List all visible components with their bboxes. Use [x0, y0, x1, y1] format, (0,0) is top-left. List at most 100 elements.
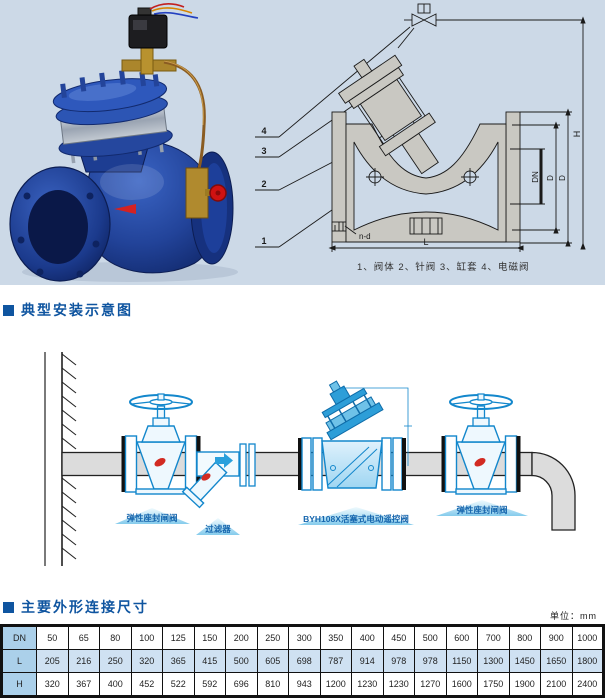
dim-cell: 400	[351, 625, 384, 650]
label-gate-valve-right: 弹性座封闸阀	[456, 505, 507, 515]
dim-cell: 978	[382, 649, 415, 673]
dim-cell: 150	[193, 625, 226, 650]
solenoid-valve-photo	[128, 3, 199, 49]
dim-cell: 1750	[477, 672, 510, 697]
dim-label-l: L	[423, 237, 428, 247]
dim-cell: 1000	[571, 625, 604, 650]
dim-cell: 978	[414, 649, 447, 673]
callout-2: 2	[261, 179, 266, 189]
wire-blue	[153, 11, 199, 19]
gate-valve-left	[120, 393, 202, 495]
dim-cell: 125	[162, 625, 195, 650]
dim-cell: 696	[225, 672, 258, 697]
flow-arrow-photo	[114, 204, 136, 214]
valve-photo	[9, 3, 238, 282]
install-section-title: 典型安装示意图	[21, 302, 133, 318]
dim-cell: 80	[99, 625, 132, 650]
dim-cell: 1230	[351, 672, 384, 697]
pipe-elbow	[531, 451, 576, 531]
dim-cell: 914	[351, 649, 384, 673]
label-strainer: 过滤器	[205, 524, 231, 534]
dim-cell: 50	[36, 625, 69, 650]
label-control-valve: BYH108X活塞式电动遥控阀	[303, 514, 409, 524]
dim-cell: 400	[99, 672, 132, 697]
copper-tube	[163, 60, 206, 173]
dim-cell: 787	[319, 649, 352, 673]
needle-valve	[185, 167, 209, 219]
diagram-labels: 弹性座封闸阀 过滤器 BYH108X活塞式电动遥控阀 弹性座封闸阀	[115, 500, 528, 535]
dim-cell: 1800	[571, 649, 604, 673]
row-header-dn: DN	[1, 625, 37, 650]
label-triangle	[196, 518, 240, 535]
wire-red	[149, 3, 185, 10]
label-triangle	[436, 500, 528, 516]
dim-cell: 810	[256, 672, 289, 697]
dim-cell: 300	[288, 625, 321, 650]
dim-cell: 320	[130, 649, 163, 673]
dim-cell: 205	[36, 649, 69, 673]
dim-cell: 250	[99, 649, 132, 673]
callout-4: 4	[261, 126, 266, 136]
install-section-header: 典型安装示意图	[3, 300, 133, 320]
dim-cell: 200	[225, 625, 258, 650]
dim-label-d-inner: D	[546, 175, 555, 181]
pilot-piping	[121, 43, 227, 219]
dim-cell: 500	[414, 625, 447, 650]
solenoid-symbol-icon	[397, 3, 583, 49]
wire-orange	[151, 7, 193, 14]
label-gate-valve-left: 弹性座封闸阀	[126, 513, 177, 523]
control-valve-actuator	[321, 380, 384, 441]
dim-cell: 600	[445, 625, 478, 650]
dim-cell: 522	[162, 672, 195, 697]
control-valve	[298, 380, 412, 491]
dim-cell: 367	[67, 672, 100, 697]
dim-cell: 100	[130, 625, 163, 650]
drawing-right-flange	[505, 111, 521, 243]
flow-arrow-icon	[215, 453, 233, 468]
dim-label-h: H	[572, 131, 582, 138]
installation-diagram: 弹性座封闸阀 过滤器 BYH108X活塞式电动遥控阀 弹性座封闸阀	[44, 352, 576, 566]
diagram-dim-lines	[340, 387, 409, 466]
dim-cell: 800	[508, 625, 541, 650]
section-bullet-icon	[3, 304, 14, 316]
dim-cell: 452	[130, 672, 163, 697]
label-triangle	[298, 507, 414, 525]
dim-cell: 320	[36, 672, 69, 697]
dim-cell: 2400	[571, 672, 604, 697]
dims-section-header: 主要外形连接尺寸	[3, 597, 149, 617]
callout-1: 1	[261, 236, 266, 246]
dim-cell: 250	[256, 625, 289, 650]
dim-cell: 1450	[508, 649, 541, 673]
dim-cell: 1200	[319, 672, 352, 697]
dim-label-d-outer: D	[558, 175, 567, 181]
unit-note: 单位：mm	[550, 611, 597, 621]
drawing-caption: 1、阀体 2、针阀 3、缸套 4、电磁阀	[357, 261, 530, 273]
dim-cell: 1150	[445, 649, 478, 673]
dim-cell: 450	[382, 625, 415, 650]
label-triangle	[115, 508, 190, 524]
dim-cell: 415	[193, 649, 226, 673]
dimension-lines	[328, 16, 586, 252]
dim-label-nd: n-d	[359, 232, 371, 241]
dim-cell: 216	[67, 649, 100, 673]
section-bullet-icon	[3, 601, 14, 613]
valve-left-flange	[9, 166, 111, 282]
dim-cell: 1900	[508, 672, 541, 697]
callout-3: 3	[261, 146, 266, 156]
dim-cell: 900	[540, 625, 573, 650]
gate-valve-right	[440, 393, 522, 495]
valve-drawing: DN D D H L n-d	[328, 3, 586, 252]
dim-cell: 1300	[477, 649, 510, 673]
row-header-h: H	[1, 672, 37, 697]
wall	[44, 352, 77, 566]
dim-cell: 592	[193, 672, 226, 697]
dim-cell: 943	[288, 672, 321, 697]
hero-panel: 4 3 2 1	[0, 0, 605, 285]
drawing-actuator	[337, 54, 439, 175]
dim-cell: 1650	[540, 649, 573, 673]
